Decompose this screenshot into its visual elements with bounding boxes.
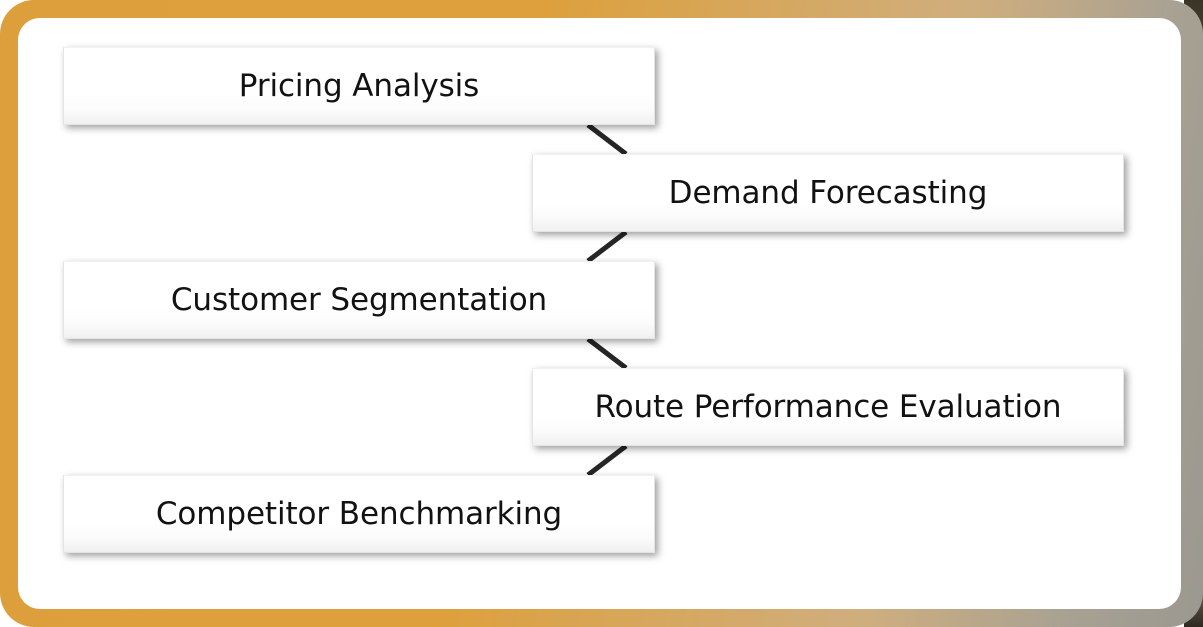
process-node-demand-forecasting[interactable]: Demand Forecasting bbox=[532, 154, 1124, 232]
node-label: Route Performance Evaluation bbox=[594, 388, 1062, 425]
process-node-pricing-analysis[interactable]: Pricing Analysis bbox=[63, 47, 655, 125]
connector-2-3 bbox=[586, 230, 628, 263]
connector-3-4 bbox=[586, 337, 628, 370]
node-label: Demand Forecasting bbox=[668, 174, 988, 211]
process-node-customer-segmentation[interactable]: Customer Segmentation bbox=[63, 261, 655, 339]
node-label: Competitor Benchmarking bbox=[155, 495, 563, 532]
node-label: Pricing Analysis bbox=[238, 67, 480, 104]
process-node-competitor-benchmarking[interactable]: Competitor Benchmarking bbox=[63, 475, 655, 553]
process-node-route-performance-evaluation[interactable]: Route Performance Evaluation bbox=[532, 368, 1124, 446]
slide-canvas: Pricing Analysis Demand Forecasting Cust… bbox=[18, 18, 1181, 609]
connector-4-5 bbox=[586, 444, 628, 477]
node-label: Customer Segmentation bbox=[170, 281, 548, 318]
connector-1-2 bbox=[586, 123, 628, 156]
